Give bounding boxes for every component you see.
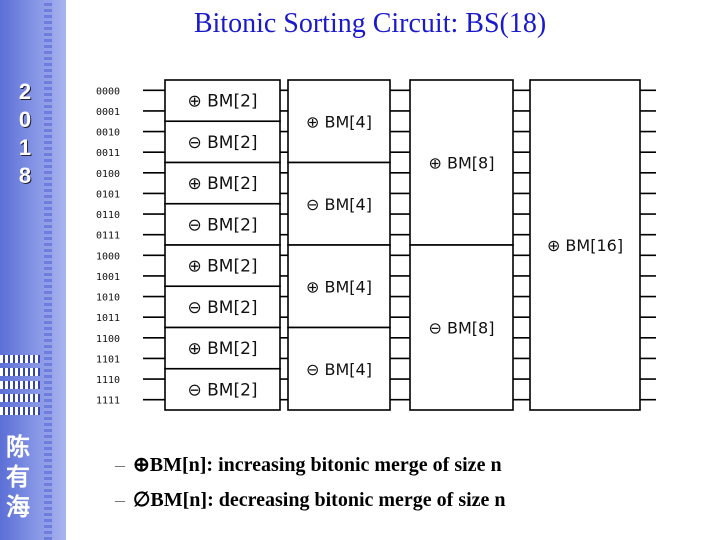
note-symbol: ⊕ — [133, 454, 150, 476]
merge-block — [164, 202, 281, 246]
merge-block — [287, 244, 391, 329]
input-label: 0001 — [96, 107, 120, 118]
note-text: BM[n]: increasing bitonic merge of size … — [149, 454, 502, 476]
input-label: 1101 — [96, 354, 120, 365]
input-label: 0101 — [96, 189, 120, 200]
merge-block — [164, 326, 281, 370]
merge-block-label: ⊖ BM[4] — [306, 360, 372, 379]
decoration-bar — [0, 355, 40, 363]
note-text: BM[n]: decreasing bitonic merge of size … — [150, 489, 506, 511]
note-dash: – — [115, 454, 125, 476]
merge-block-label: ⊖ BM[4] — [306, 195, 372, 214]
merge-block — [529, 79, 641, 411]
merge-block-label: ⊖ BM[2] — [187, 380, 257, 400]
year-digit: 2 — [18, 79, 32, 104]
year-digit: 1 — [18, 135, 32, 160]
input-label: 1100 — [96, 334, 120, 345]
input-label: 1000 — [96, 251, 120, 262]
merge-block — [409, 244, 514, 411]
input-label: 1111 — [96, 396, 120, 407]
input-label: 1011 — [96, 313, 120, 324]
merge-block-label: ⊕ BM[16] — [547, 236, 623, 255]
merge-block — [164, 79, 281, 123]
name-char: 陈 — [6, 433, 30, 461]
merge-block — [164, 244, 281, 288]
input-label: 1001 — [96, 272, 120, 283]
merge-block — [287, 79, 391, 164]
name-char: 海 — [6, 493, 30, 521]
sidebar-stripe — [44, 0, 52, 540]
input-label: 1010 — [96, 293, 120, 304]
legend-note-decreasing: –∅BM[n]: decreasing bitonic merge of siz… — [115, 487, 506, 512]
input-label: 0000 — [96, 86, 120, 97]
decoration-bar — [0, 368, 40, 376]
merge-block — [164, 161, 281, 205]
merge-block-label: ⊕ BM[2] — [187, 257, 257, 277]
input-label: 0111 — [96, 231, 120, 242]
note-symbol: ∅ — [133, 489, 151, 511]
merge-block-label: ⊕ BM[8] — [429, 154, 495, 173]
year-digit: 0 — [18, 107, 32, 132]
merge-block — [287, 161, 391, 246]
merge-block — [164, 367, 281, 411]
sidebar-decoration-bars — [0, 355, 40, 420]
year-digit: 8 — [18, 163, 32, 188]
merge-block-label: ⊕ BM[2] — [187, 92, 257, 112]
merge-block — [164, 285, 281, 329]
merge-block — [409, 79, 514, 246]
legend-note-increasing: –⊕BM[n]: increasing bitonic merge of siz… — [115, 452, 502, 477]
input-label: 0100 — [96, 169, 120, 180]
merge-block-label: ⊕ BM[4] — [306, 277, 372, 296]
note-dash: – — [115, 489, 125, 511]
merge-block-label: ⊖ BM[2] — [187, 298, 257, 318]
sidebar-year: 2 0 1 8 — [12, 78, 38, 190]
merge-block-label: ⊖ BM[2] — [187, 215, 257, 235]
merge-block-label: ⊖ BM[8] — [429, 319, 495, 338]
merge-block-label: ⊕ BM[2] — [187, 174, 257, 194]
input-label: 0110 — [96, 210, 120, 221]
decoration-bar — [0, 394, 40, 402]
decoration-bar — [0, 407, 40, 415]
merge-block-label: ⊕ BM[4] — [306, 112, 372, 131]
sidebar-vertical-name: 陈 有 海 — [4, 432, 32, 522]
input-label: 0011 — [96, 148, 120, 159]
merge-block-label: ⊖ BM[2] — [187, 133, 257, 153]
name-char: 有 — [6, 463, 30, 491]
input-label: 1110 — [96, 375, 120, 386]
sidebar: 2 0 1 8 陈 有 海 — [0, 0, 66, 540]
decoration-bar — [0, 381, 40, 389]
page-title: Bitonic Sorting Circuit: BS(18) — [193, 8, 547, 39]
merge-block-label: ⊕ BM[2] — [187, 339, 257, 359]
input-label: 0010 — [96, 128, 120, 139]
merge-block — [287, 326, 391, 411]
